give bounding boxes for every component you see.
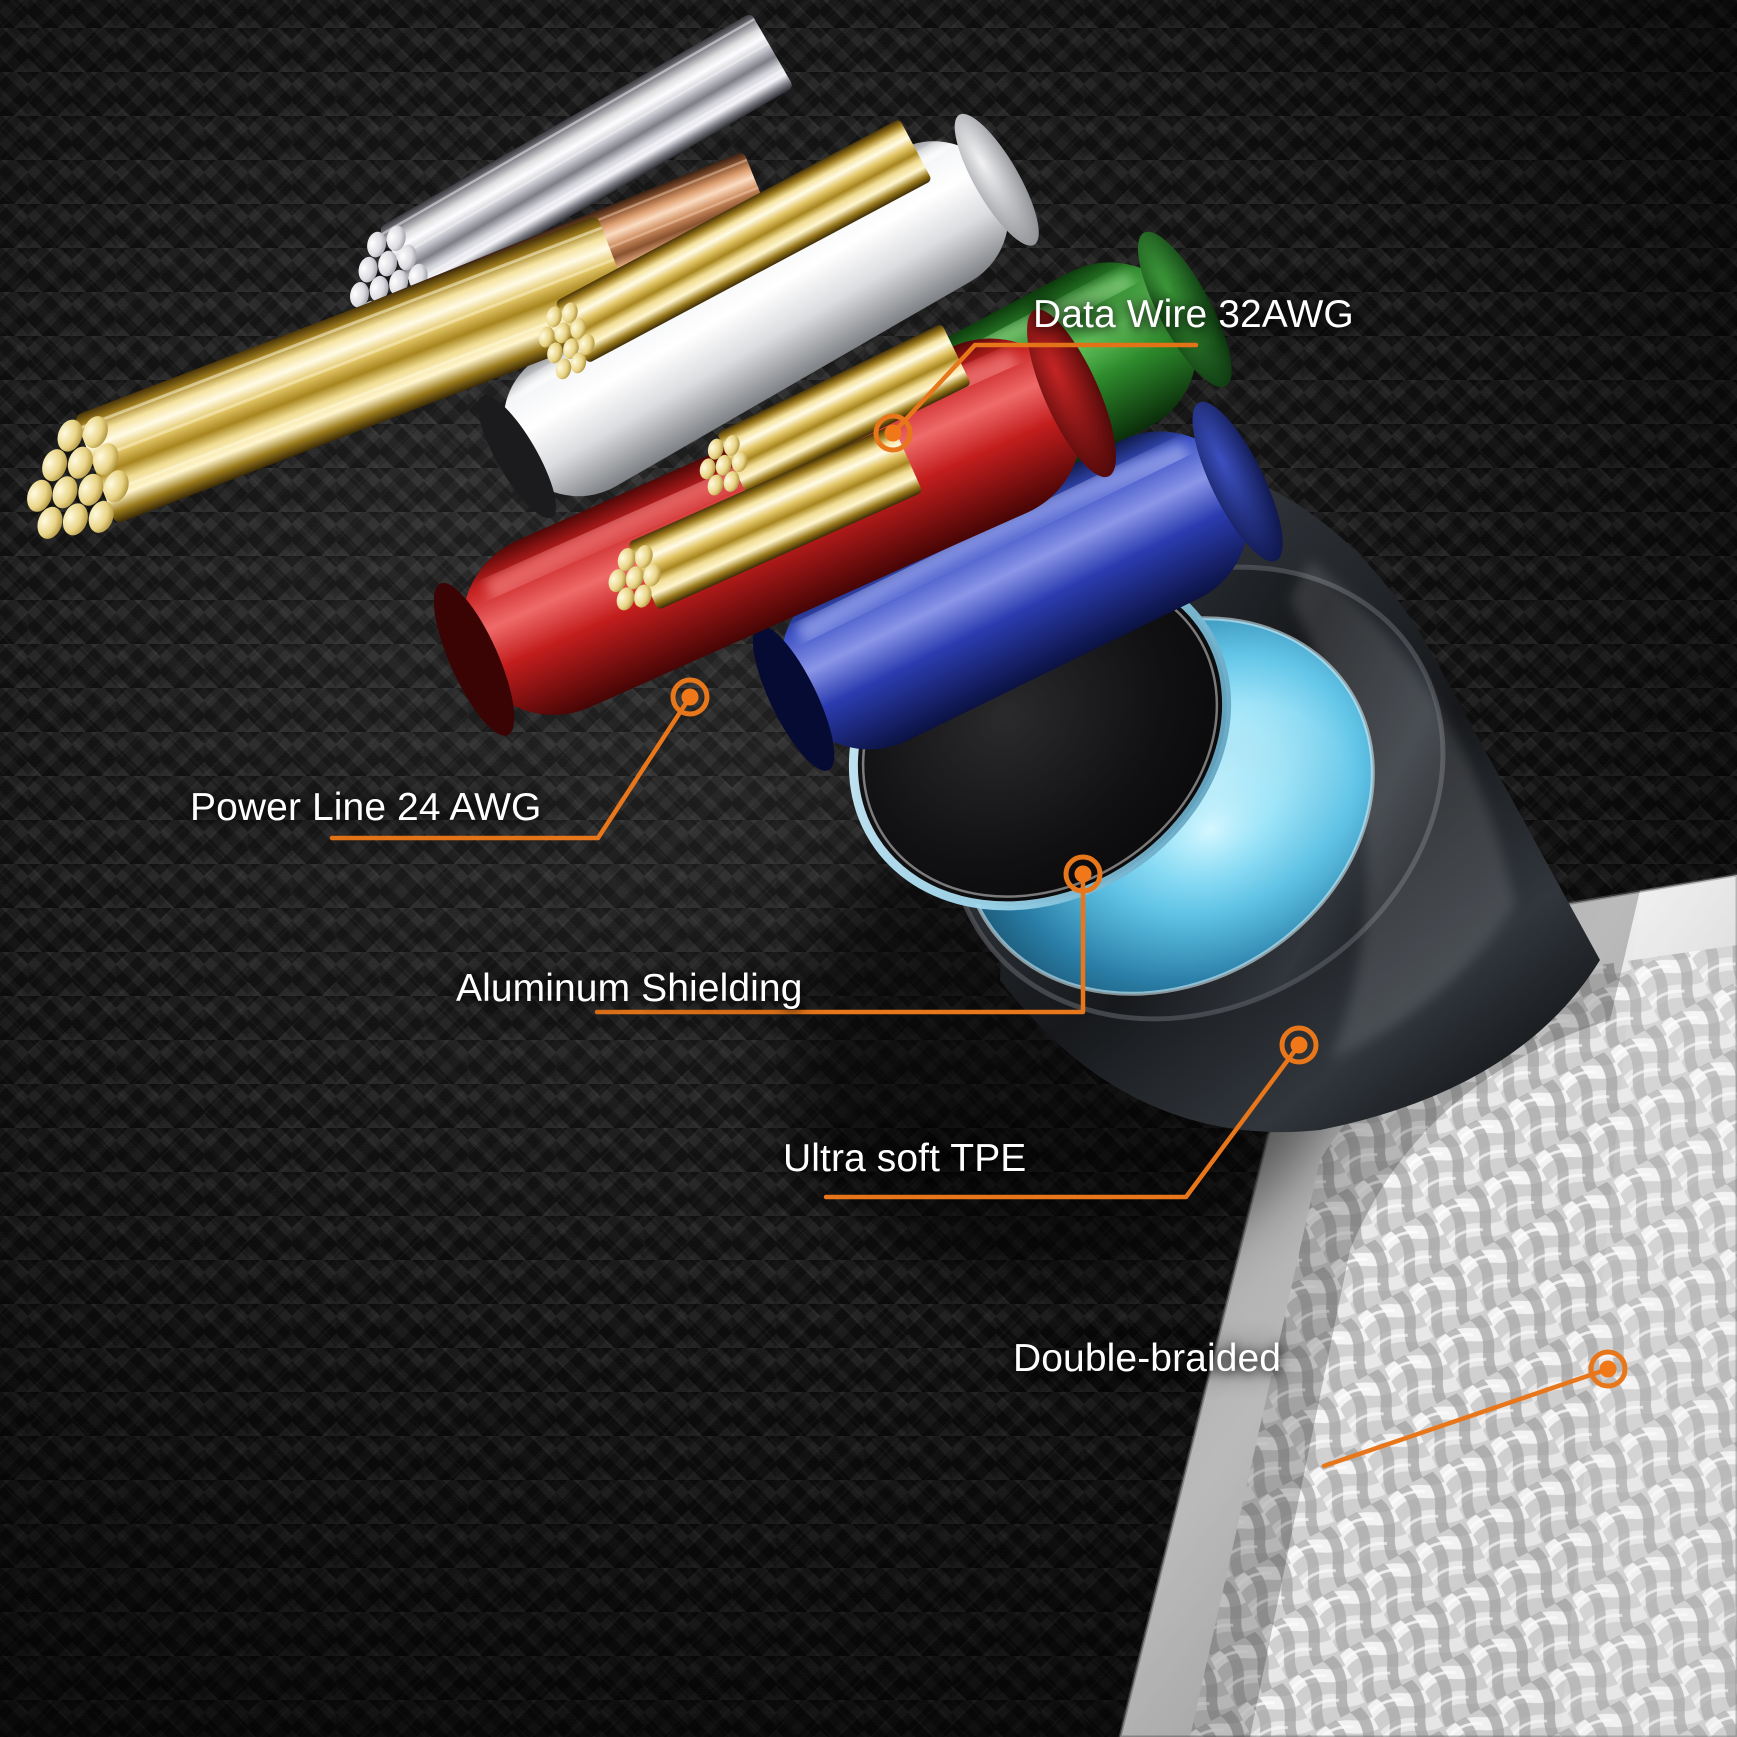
callout-label-data-wire[interactable]: Data Wire 32AWG bbox=[1033, 293, 1354, 336]
double-braided-sleeve bbox=[1118, 873, 1737, 1737]
strand-bundle-gold-main bbox=[27, 217, 637, 539]
strand-bundle-gold-green bbox=[538, 120, 931, 380]
callout-label-aluminum-shielding[interactable]: Aluminum Shielding bbox=[456, 967, 803, 1010]
strand-bundle-gold-blue bbox=[608, 426, 922, 611]
callout-label-ultra-soft-tpe[interactable]: Ultra soft TPE bbox=[783, 1137, 1027, 1180]
stranded-conductors bbox=[27, 14, 970, 611]
core-blue bbox=[752, 401, 1283, 771]
callout-label-double-braided[interactable]: Double-braided bbox=[1013, 1337, 1282, 1380]
callout-label-power-line[interactable]: Power Line 24 AWG bbox=[190, 786, 542, 829]
strand-bundle-silver bbox=[350, 14, 792, 327]
